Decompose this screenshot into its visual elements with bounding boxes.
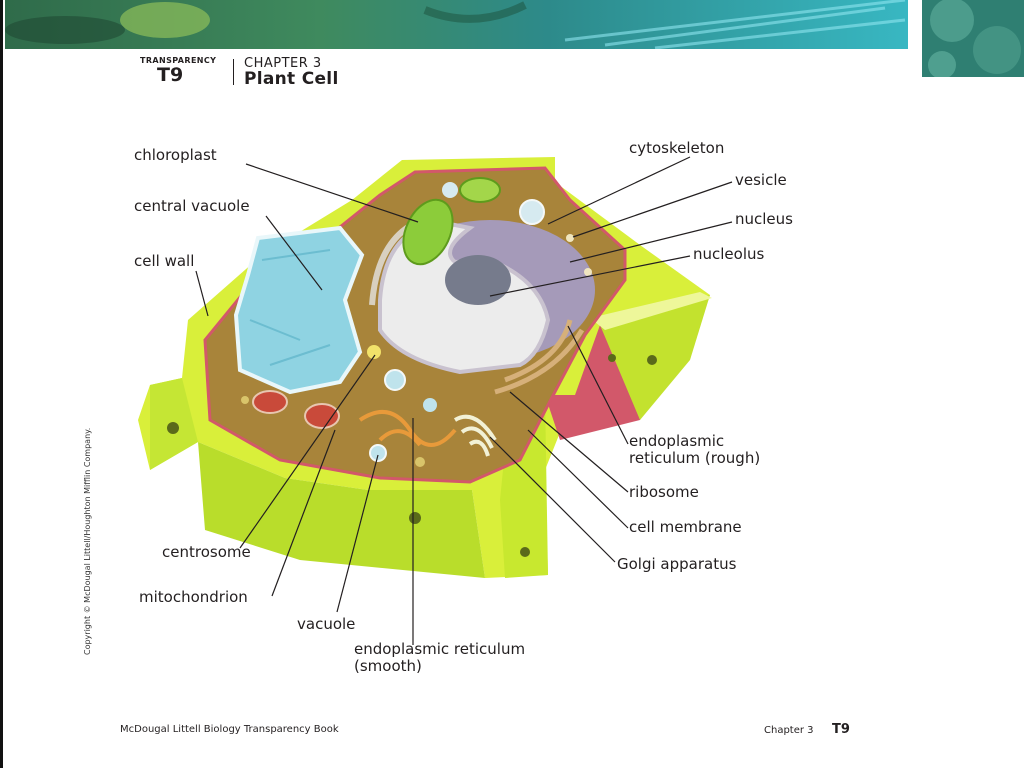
- footer-transparency-number: T9: [832, 722, 850, 737]
- label-nucleolus: nucleolus: [693, 245, 765, 263]
- label-cell-membrane: cell membrane: [629, 518, 742, 536]
- label-ribosome: ribosome: [629, 483, 699, 501]
- leader-nucleolus: [489, 255, 691, 297]
- label-cytoskeleton: cytoskeleton: [629, 139, 725, 157]
- leader-cell-membrane: [527, 429, 629, 529]
- leader-cell-wall: [195, 270, 209, 317]
- chapter-label: CHAPTER 3: [244, 56, 322, 71]
- leader-vesicle: [572, 181, 733, 238]
- leader-cytoskeleton: [547, 156, 691, 225]
- page-edge: [0, 0, 3, 768]
- label-er-rough-line2: reticulum (rough): [629, 449, 761, 467]
- leader-centrosome: [239, 354, 376, 549]
- label-central-vacuole: central vacuole: [134, 197, 250, 215]
- leader-vacuole: [336, 454, 379, 613]
- label-mitochondrion: mitochondrion: [139, 588, 248, 606]
- label-golgi-apparatus: Golgi apparatus: [617, 555, 737, 573]
- label-nucleus: nucleus: [735, 210, 793, 228]
- centrosome-shape: [367, 345, 381, 359]
- chloroplast-shape: [402, 198, 454, 266]
- label-centrosome: centrosome: [162, 543, 251, 561]
- label-cell-wall: cell wall: [134, 252, 195, 270]
- corner-image: [922, 0, 1024, 77]
- label-chloroplast: chloroplast: [134, 146, 217, 164]
- leader-er-rough: [567, 325, 629, 445]
- leader-chloroplast: [245, 163, 419, 223]
- label-vacuole: vacuole: [297, 615, 356, 633]
- label-er-smooth-line1: endoplasmic reticulum: [354, 640, 526, 658]
- page-title: Plant Cell: [244, 69, 339, 89]
- leader-ribosome: [509, 391, 629, 493]
- label-vesicle: vesicle: [735, 171, 787, 189]
- nucleolus-shape: [445, 255, 511, 305]
- footer-book-title: McDougal Littell Biology Transparency Bo…: [120, 724, 339, 735]
- transparency-number: T9: [157, 64, 184, 86]
- label-er-smooth-line2: (smooth): [354, 657, 422, 675]
- vacuole-shape: [369, 444, 387, 462]
- leader-golgi: [489, 436, 616, 563]
- header-banner-image: [5, 0, 908, 49]
- header-divider: [233, 59, 234, 85]
- leader-central-vacuole: [265, 215, 323, 291]
- central-vacuole-shape: [233, 225, 365, 395]
- transparency-label: TRANSPARENCY: [140, 56, 217, 65]
- footer-chapter: Chapter 3: [764, 725, 814, 736]
- er-rough-shape: [494, 319, 585, 395]
- leader-mitochondrion: [271, 429, 336, 597]
- mitochondrion-shape: [252, 390, 288, 414]
- golgi-shape: [453, 414, 497, 457]
- copyright-notice: Copyright © McDougal Littell/Houghton Mi…: [83, 427, 92, 655]
- er-smooth-shape: [358, 410, 457, 447]
- label-er-rough-line1: endoplasmic: [629, 432, 725, 450]
- leader-nucleus: [569, 221, 733, 263]
